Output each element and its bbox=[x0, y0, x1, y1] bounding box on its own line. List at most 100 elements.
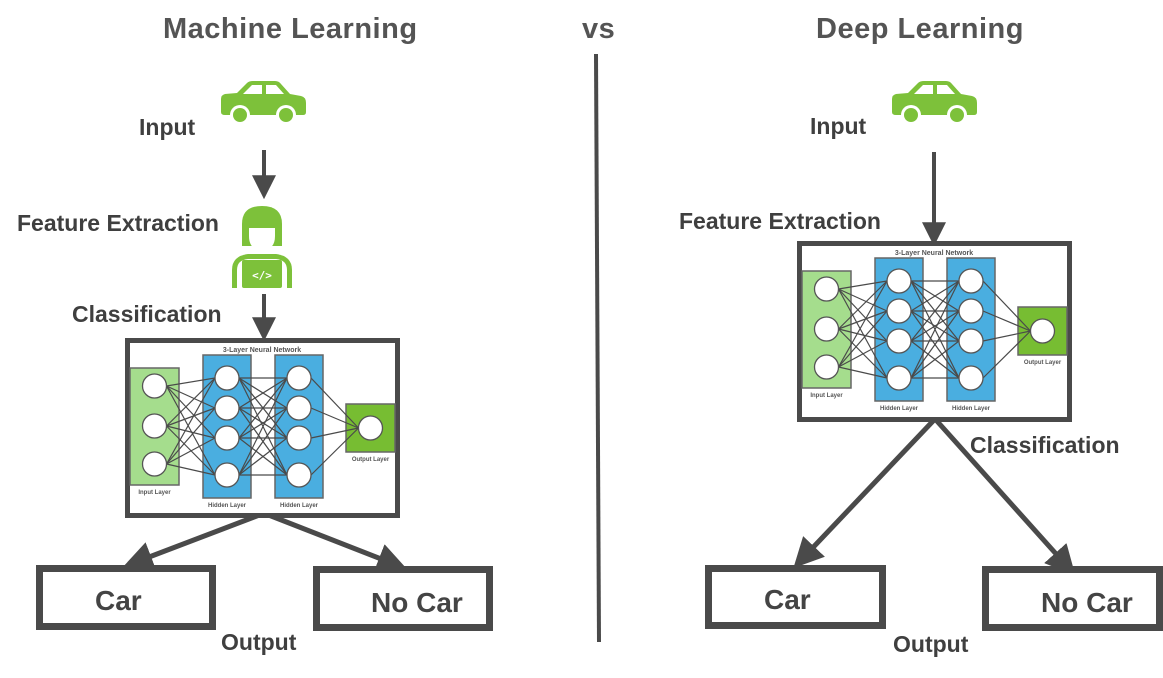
neuron-node bbox=[886, 268, 912, 294]
connection bbox=[838, 366, 888, 379]
title-deep-learning: Deep Learning bbox=[816, 13, 1024, 45]
connection bbox=[165, 385, 216, 476]
connection bbox=[238, 437, 288, 476]
network-title: 3-Layer Neural Network bbox=[895, 250, 973, 257]
connection bbox=[166, 437, 216, 465]
connection bbox=[238, 407, 288, 439]
connection bbox=[310, 427, 359, 476]
connection bbox=[838, 310, 888, 368]
connection bbox=[165, 377, 216, 465]
input-layer-label: Input Layer bbox=[810, 393, 843, 399]
neuron-node bbox=[214, 395, 240, 421]
connection bbox=[838, 280, 888, 290]
ml-arrow-to-no-car bbox=[265, 511, 408, 573]
input-layer-label: Input Layer bbox=[138, 490, 171, 496]
ml-input-label: Input bbox=[139, 114, 196, 140]
ml-output-car: Car bbox=[95, 585, 142, 616]
ml-output-label: Output bbox=[221, 629, 297, 655]
connection bbox=[837, 280, 888, 368]
neuron-node bbox=[886, 298, 912, 324]
ml-developer-icon: </> bbox=[232, 206, 292, 288]
connection bbox=[166, 377, 216, 427]
connection bbox=[838, 310, 888, 330]
neuron-node bbox=[286, 365, 312, 391]
neuron-node bbox=[813, 276, 840, 302]
neuron-node bbox=[214, 462, 240, 488]
hidden-layer-1-label: Hidden Layer bbox=[880, 406, 919, 412]
neuron-node bbox=[357, 415, 384, 441]
connection bbox=[238, 377, 288, 439]
ml-car-icon bbox=[221, 81, 306, 125]
connection bbox=[166, 463, 216, 476]
connection bbox=[310, 427, 359, 439]
dl-car-icon bbox=[892, 81, 977, 125]
hidden-layer-2-label: Hidden Layer bbox=[280, 503, 319, 509]
connection bbox=[838, 328, 888, 342]
connection bbox=[166, 407, 216, 465]
ml-arrow-to-car bbox=[122, 511, 263, 571]
ml-output-no-car: No Car bbox=[371, 587, 463, 618]
connection bbox=[837, 288, 888, 379]
neuron-node bbox=[813, 316, 840, 342]
neuron-node bbox=[886, 365, 912, 391]
connection bbox=[166, 385, 216, 409]
connection bbox=[238, 377, 288, 476]
neuron-node bbox=[214, 365, 240, 391]
hidden-layer-1-label: Hidden Layer bbox=[208, 503, 247, 509]
connection bbox=[982, 310, 1031, 332]
connection bbox=[910, 310, 960, 342]
neuron-node bbox=[886, 328, 912, 354]
connection bbox=[238, 407, 288, 476]
connection bbox=[838, 340, 888, 368]
dl-classification-label: Classification bbox=[970, 432, 1120, 458]
neuron-node bbox=[141, 451, 168, 477]
ml-output-car-box: Car bbox=[36, 565, 216, 630]
neuron-node bbox=[286, 462, 312, 488]
connection bbox=[838, 288, 888, 342]
dl-output-car: Car bbox=[764, 584, 811, 615]
neuron-node bbox=[214, 425, 240, 451]
connection bbox=[166, 377, 216, 387]
divider-line bbox=[594, 53, 601, 643]
connection bbox=[982, 330, 1031, 379]
connection bbox=[910, 280, 960, 342]
connection bbox=[838, 280, 888, 330]
network-title: 3-Layer Neural Network bbox=[223, 347, 301, 354]
connection bbox=[166, 425, 216, 439]
output-layer-label: Output Layer bbox=[352, 457, 390, 463]
output-layer-label: Output Layer bbox=[1024, 360, 1062, 366]
neuron-node bbox=[958, 328, 984, 354]
ml-classification-label: Classification bbox=[72, 301, 222, 327]
connection bbox=[982, 330, 1031, 342]
dl-output-label: Output bbox=[893, 631, 969, 657]
dl-input-label: Input bbox=[810, 113, 867, 139]
connection bbox=[910, 340, 960, 379]
connection bbox=[166, 385, 216, 439]
title-machine-learning: Machine Learning bbox=[163, 13, 418, 45]
neuron-node bbox=[958, 298, 984, 324]
connection bbox=[238, 377, 288, 409]
connection bbox=[310, 407, 359, 429]
connection bbox=[838, 288, 888, 312]
connection bbox=[982, 280, 1031, 332]
ml-output-no-car-box: No Car bbox=[313, 566, 493, 631]
dl-output-no-car-box: No Car bbox=[982, 566, 1163, 631]
connection bbox=[910, 310, 960, 379]
connection bbox=[910, 280, 960, 312]
neuron-node bbox=[813, 354, 840, 380]
neuron-node bbox=[141, 373, 168, 399]
neuron-node bbox=[286, 425, 312, 451]
connection bbox=[310, 377, 359, 429]
dl-output-no-car: No Car bbox=[1041, 587, 1133, 618]
connection bbox=[910, 280, 960, 379]
neuron-node bbox=[958, 268, 984, 294]
neuron-node bbox=[958, 365, 984, 391]
title-vs: vs bbox=[582, 13, 616, 45]
dl-feature-extraction-label: Feature Extraction bbox=[679, 208, 881, 234]
connection bbox=[166, 407, 216, 427]
ml-feature-extraction-label: Feature Extraction bbox=[17, 210, 219, 236]
